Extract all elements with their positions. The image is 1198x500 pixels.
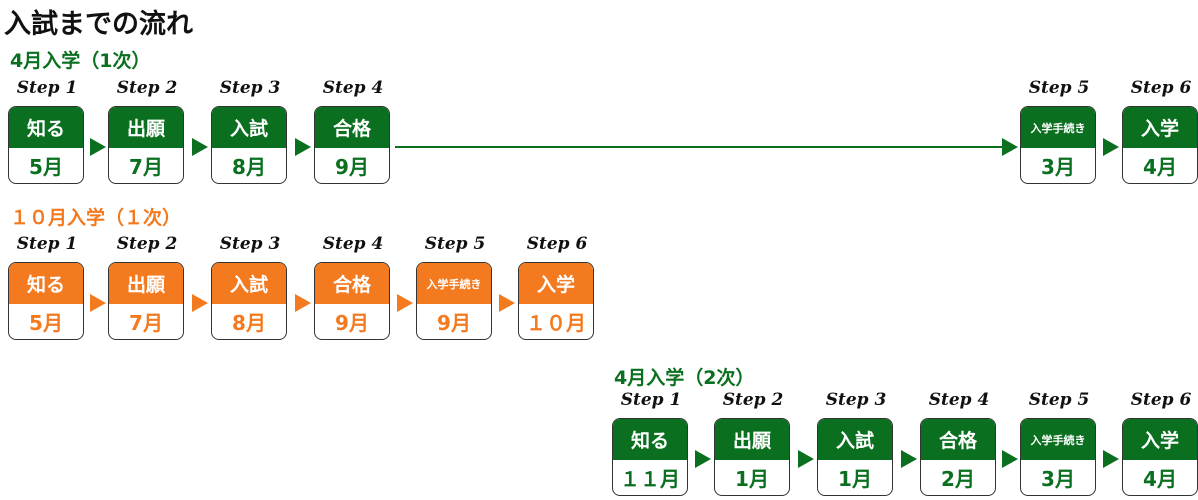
step-card: 合格 2月 xyxy=(920,418,996,496)
step-card: 入学手続き 3月 xyxy=(1020,106,1096,184)
step-name: 入試 xyxy=(818,419,892,460)
step-month: 4月 xyxy=(1143,155,1177,179)
arrow-right-icon xyxy=(90,138,106,156)
step-number: Step 5 xyxy=(1028,78,1090,98)
step-name: 入学手続き xyxy=(1021,107,1095,148)
step-number: Step 1 xyxy=(16,234,78,254)
step-number: Step 3 xyxy=(825,390,887,410)
step-name: 入学 xyxy=(1123,419,1197,460)
timeline-connector xyxy=(395,146,1002,148)
step-month: 5月 xyxy=(29,311,63,335)
step-card: 知る 5月 xyxy=(8,106,84,184)
arrow-right-icon xyxy=(1103,450,1119,468)
step-month: 7月 xyxy=(129,311,163,335)
step-card: 入学 １０月 xyxy=(518,262,594,340)
step-card: 出願 7月 xyxy=(108,262,184,340)
step-card: 入試 8月 xyxy=(211,106,287,184)
step-number: Step 4 xyxy=(928,390,990,410)
step-number: Step 5 xyxy=(1028,390,1090,410)
step-number: Step 2 xyxy=(116,78,178,98)
step-name: 出願 xyxy=(109,107,183,148)
step-name: 入学 xyxy=(519,263,593,304)
step-number: Step 5 xyxy=(424,234,486,254)
step-month: 3月 xyxy=(1041,155,1075,179)
arrow-right-icon xyxy=(1002,450,1018,468)
step-name: 入学手続き xyxy=(417,263,491,304)
page-title: 入試までの流れ xyxy=(4,9,193,40)
step-card: 合格 9月 xyxy=(314,106,390,184)
step-name: 知る xyxy=(613,419,687,460)
arrow-right-icon xyxy=(90,294,106,312)
step-month: 3月 xyxy=(1041,467,1075,491)
step-number: Step 1 xyxy=(620,390,682,410)
step-card: 出願 1月 xyxy=(714,418,790,496)
step-number: Step 6 xyxy=(1130,390,1192,410)
step-number: Step 3 xyxy=(219,78,281,98)
arrow-right-icon xyxy=(797,450,814,468)
step-name: 入試 xyxy=(212,263,286,304)
step-card: 入試 8月 xyxy=(211,262,287,340)
arrow-right-icon xyxy=(499,294,515,312)
step-month: 1月 xyxy=(735,467,769,491)
step-month: 8月 xyxy=(232,155,266,179)
step-number: Step 4 xyxy=(322,78,384,98)
step-name: 入学手続き xyxy=(1021,419,1095,460)
step-name: 入学 xyxy=(1123,107,1197,148)
arrow-right-icon xyxy=(191,138,208,156)
step-card: 入学手続き 9月 xyxy=(416,262,492,340)
step-card: 入学 4月 xyxy=(1122,106,1198,184)
step-month: 2月 xyxy=(941,467,975,491)
step-card: 知る 5月 xyxy=(8,262,84,340)
step-name: 合格 xyxy=(921,419,995,460)
step-month: 1月 xyxy=(838,467,872,491)
step-number: Step 3 xyxy=(219,234,281,254)
arrow-right-icon xyxy=(191,294,208,312)
step-month: 4月 xyxy=(1143,467,1177,491)
step-month: 8月 xyxy=(232,311,266,335)
step-month: １１月 xyxy=(620,467,680,491)
step-month: 7月 xyxy=(129,155,163,179)
step-name: 合格 xyxy=(315,263,389,304)
arrow-right-icon xyxy=(900,450,917,468)
step-month: 9月 xyxy=(437,311,471,335)
step-name: 入試 xyxy=(212,107,286,148)
section-label: 4月入学（2次） xyxy=(614,367,755,389)
arrow-right-icon xyxy=(397,294,413,312)
step-month: 9月 xyxy=(335,311,369,335)
step-card: 入試 1月 xyxy=(817,418,893,496)
arrow-right-icon xyxy=(294,294,311,312)
arrow-right-icon xyxy=(1002,138,1018,156)
step-name: 知る xyxy=(9,263,83,304)
step-number: Step 2 xyxy=(722,390,784,410)
step-month: １０月 xyxy=(526,311,586,335)
step-month: 9月 xyxy=(335,155,369,179)
step-name: 知る xyxy=(9,107,83,148)
arrow-right-icon xyxy=(1103,138,1119,156)
section-label: 4月入学（1次） xyxy=(10,50,151,72)
step-card: 合格 9月 xyxy=(314,262,390,340)
step-name: 合格 xyxy=(315,107,389,148)
step-number: Step 6 xyxy=(1130,78,1192,98)
step-card: 入学手続き 3月 xyxy=(1020,418,1096,496)
step-number: Step 1 xyxy=(16,78,78,98)
arrow-right-icon xyxy=(294,138,311,156)
step-number: Step 6 xyxy=(526,234,588,254)
step-number: Step 2 xyxy=(116,234,178,254)
step-name: 出願 xyxy=(109,263,183,304)
step-number: Step 4 xyxy=(322,234,384,254)
section-label: １０月入学（１次） xyxy=(10,207,182,229)
arrow-right-icon xyxy=(695,450,711,468)
step-month: 5月 xyxy=(29,155,63,179)
step-name: 出願 xyxy=(715,419,789,460)
step-card: 知る １１月 xyxy=(612,418,688,496)
step-card: 出願 7月 xyxy=(108,106,184,184)
step-card: 入学 4月 xyxy=(1122,418,1198,496)
